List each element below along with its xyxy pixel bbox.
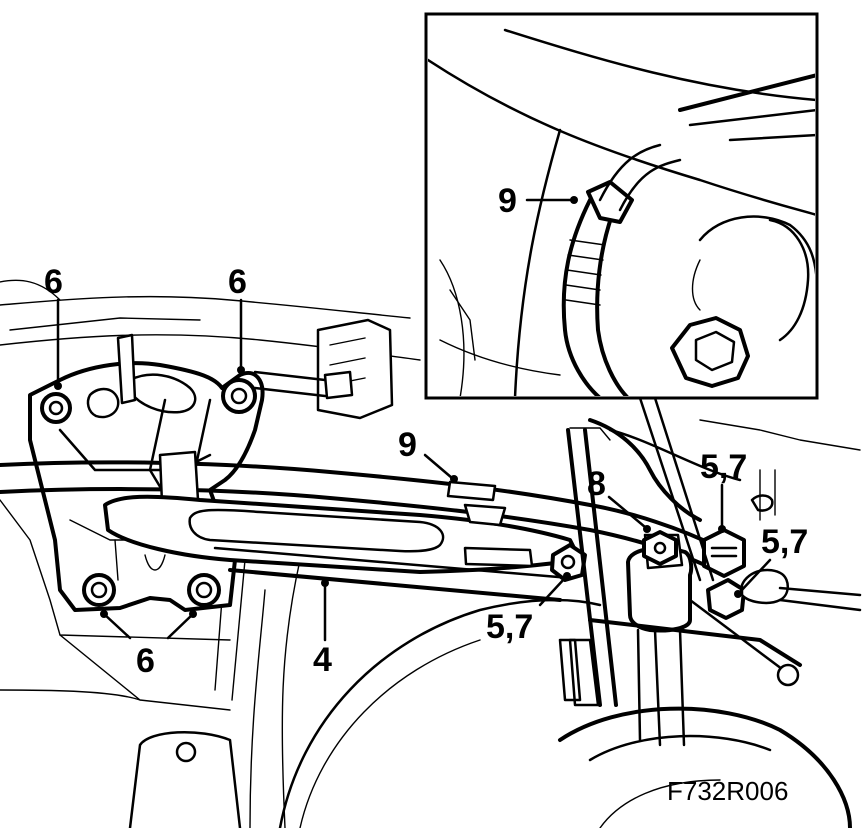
callout-4: 4 [313,641,332,679]
body-panel-right [569,419,861,521]
callout-9-inset: 9 [498,182,517,220]
callout-6-left: 6 [44,263,63,301]
bolt-8 [642,530,678,566]
callout-57-left: 5,7 [486,608,533,646]
lower-arm-4 [103,494,582,602]
callout-6-bottom: 6 [136,642,155,680]
callout-57-right: 5,7 [761,523,808,561]
bolt-57-right [740,568,862,612]
wheel-arch [278,598,602,828]
callout-leaders [54,196,772,642]
main-assembly [0,279,862,828]
bolt-57-left [550,543,587,582]
strut-assembly [566,418,742,747]
callout-57-center: 5,7 [700,448,747,486]
figure-id: F732R006 [667,776,788,806]
electrical-connector [116,318,394,420]
bolt-6-bottom-left [82,573,116,607]
bolt-6-left [40,392,72,424]
callout-6-center: 6 [228,263,247,301]
callout-9-main: 9 [398,426,417,464]
lower-control-arm-right [558,598,852,828]
bolt-6-center [221,378,257,414]
inset-pointer-lines [638,396,715,582]
callout-8: 8 [587,465,606,503]
bolt-6-bottom-right [187,573,221,607]
detail-inset [424,12,819,400]
hose-9 [0,450,722,572]
callout-labels: 6 6 6 9 9 8 5,7 5,7 5,7 4 [44,182,808,680]
